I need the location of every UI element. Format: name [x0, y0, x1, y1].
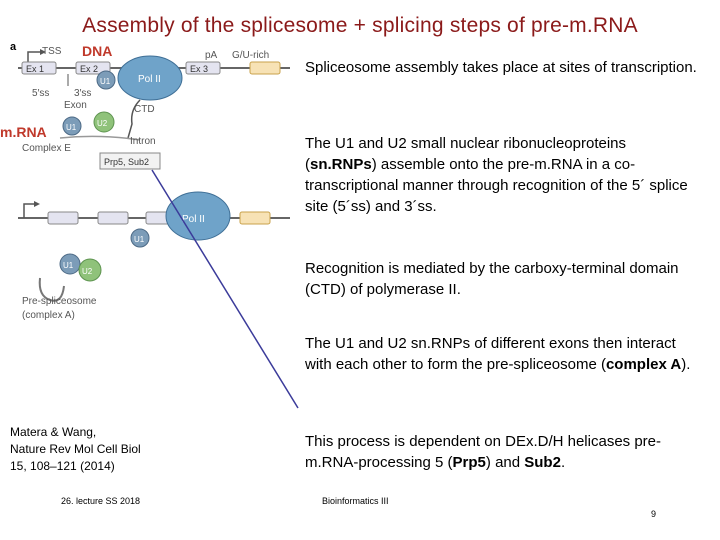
panel-letter: a: [10, 41, 17, 53]
exon-3: [185, 61, 221, 75]
svg-text:5′ss: 5′ss: [32, 88, 49, 99]
svg-text:Intron: Intron: [130, 136, 156, 147]
paragraph-1: Spliceosome assembly takes place at site…: [305, 59, 697, 76]
mrna-overlay-label: m.RNA: [0, 124, 47, 140]
svg-text:TSS: TSS: [42, 46, 62, 57]
complex-e-diagram: TSS Ex 1 Ex 2 Ex 3 pA G/U-rich Pol II U1…: [18, 46, 290, 170]
svg-text:Pol II: Pol II: [138, 74, 161, 85]
u1-snrnp-1: [96, 70, 116, 90]
exon-b: [97, 211, 129, 225]
svg-text:pA: pA: [205, 50, 218, 61]
svg-text:U1: U1: [134, 235, 145, 244]
u1-snrnp-4: [59, 253, 81, 275]
svg-text:U1: U1: [63, 261, 74, 270]
u1-snrnp-2: [62, 116, 82, 136]
svg-text:U1: U1: [100, 77, 111, 86]
u1-snrnp-3: [130, 228, 150, 248]
footer-course: Bioinformatics III: [322, 496, 389, 506]
gu-rich: [249, 61, 281, 75]
svg-text:Pol II: Pol II: [182, 214, 205, 225]
svg-text:U2: U2: [82, 267, 93, 276]
svg-text:Ex 3: Ex 3: [190, 64, 208, 74]
citation: Matera & Wang, Nature Rev Mol Cell Biol …: [10, 425, 141, 473]
paragraph-2: The U1 and U2 small nuclear ribonucleopr…: [305, 135, 688, 215]
svg-text:3′ss: 3′ss: [74, 88, 91, 99]
footer-lecture: 26. lecture SS 2018: [61, 496, 141, 506]
prp5-sub2-box: [99, 152, 161, 170]
svg-text:Ex 1: Ex 1: [26, 64, 44, 74]
exon-1: [21, 61, 57, 75]
paragraph-4: The U1 and U2 sn.RNPs of different exons…: [305, 335, 691, 373]
paragraph-5: This process is dependent on DEx.D/H hel…: [305, 433, 662, 471]
u2-snrnp-2: [78, 258, 102, 282]
dna-overlay-label: DNA: [82, 43, 112, 59]
pol-ii-2: [165, 191, 231, 241]
svg-text:Complex E: Complex E: [22, 143, 71, 154]
svg-text:U2: U2: [97, 119, 108, 128]
gu-rich-2: [239, 211, 271, 225]
svg-text:Exon: Exon: [64, 100, 87, 111]
pre-spliceosome-diagram: Pol II U1 U1 U2 Pre-spliceosome (complex…: [18, 191, 290, 321]
page-number: 9: [651, 509, 657, 519]
exon-2: [75, 61, 111, 75]
exon-a: [47, 211, 79, 225]
svg-text:G/U-rich: G/U-rich: [232, 50, 269, 61]
svg-text:CTD: CTD: [134, 104, 155, 115]
paragraph-3: Recognition is mediated by the carboxy-t…: [305, 260, 679, 298]
spliceosome-figure: a TSS Ex 1 Ex 2 Ex 3 pA G/U-rich Pol II …: [0, 41, 290, 321]
pol-ii-1: [117, 55, 183, 101]
u2-snrnp-1: [93, 111, 115, 133]
svg-text:U1: U1: [66, 123, 77, 132]
slide-title: Assembly of the splicesome + splicing st…: [82, 14, 638, 37]
svg-text:Prp5, Sub2: Prp5, Sub2: [104, 157, 149, 167]
svg-text:Ex 2: Ex 2: [80, 64, 98, 74]
svg-text:Pre-spliceosome: Pre-spliceosome: [22, 296, 97, 307]
svg-text:(complex A): (complex A): [22, 310, 75, 321]
